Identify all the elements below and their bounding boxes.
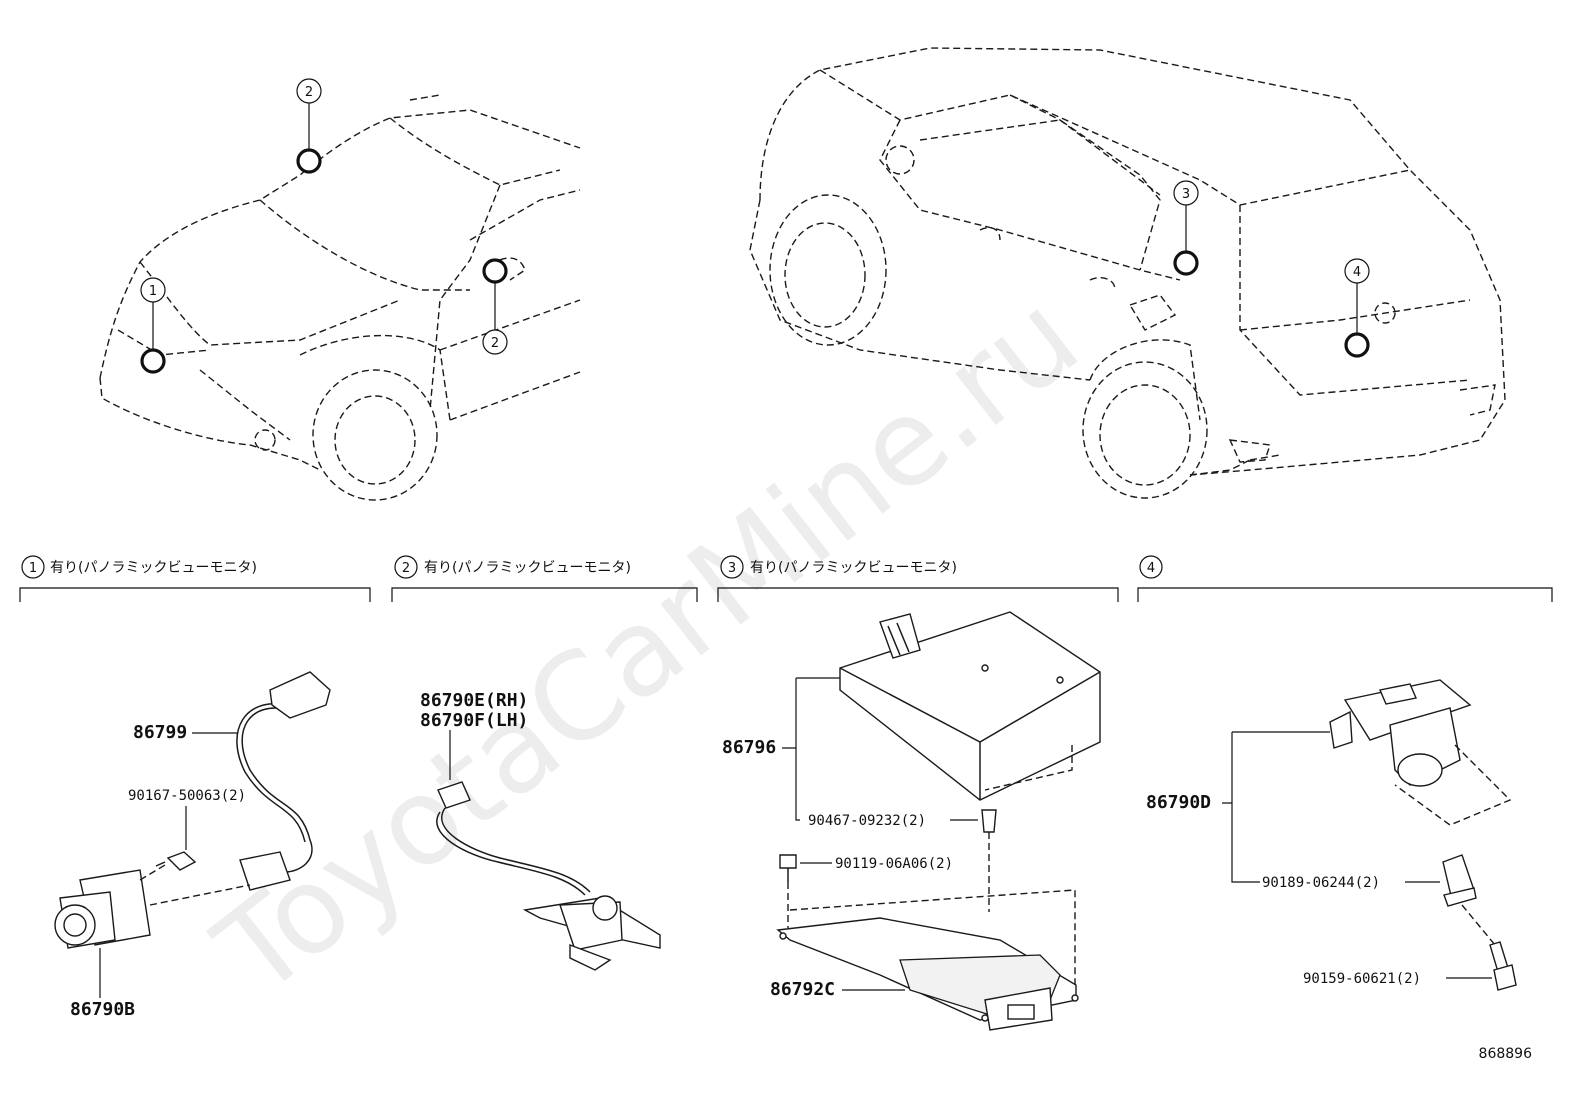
location-marker-2-mirror bbox=[482, 258, 508, 284]
callout-3: 3 bbox=[1173, 180, 1199, 206]
svg-text:4: 4 bbox=[1353, 265, 1361, 280]
callout-4: 4 bbox=[1344, 258, 1370, 284]
section-header-4: 4 bbox=[1137, 555, 1553, 602]
clip-90189-drawing bbox=[1442, 854, 1477, 907]
svg-text:2: 2 bbox=[491, 336, 499, 351]
figure-reference-number: 868896 bbox=[1479, 1046, 1533, 1062]
bolt-90167-drawing bbox=[155, 851, 197, 871]
callout-2-mirror: 2 bbox=[482, 329, 508, 355]
front-vehicle-illustration bbox=[99, 94, 581, 501]
ecu-cover-86796-drawing bbox=[839, 611, 1101, 801]
label-86790E: 86790E(RH) bbox=[420, 690, 528, 711]
label-90159: 90159-60621(2) bbox=[1303, 971, 1421, 987]
clip-90467-drawing bbox=[981, 809, 997, 833]
label-86790F: 86790F(LH) bbox=[420, 710, 528, 731]
label-86792C: 86792C bbox=[770, 979, 835, 1000]
label-90167: 90167-50063(2) bbox=[128, 788, 246, 804]
svg-text:1: 1 bbox=[149, 284, 157, 299]
label-90189: 90189-06244(2) bbox=[1262, 875, 1380, 891]
bolt-90159-drawing bbox=[1489, 941, 1517, 991]
label-86790B: 86790B bbox=[70, 999, 135, 1020]
label-90467: 90467-09232(2) bbox=[808, 813, 926, 829]
ecu-86792C-drawing bbox=[776, 917, 1079, 1031]
svg-text:1: 1 bbox=[29, 561, 37, 576]
section-header-1: 1 有り(パノラミックビューモニタ) bbox=[19, 555, 371, 602]
label-86799: 86799 bbox=[133, 722, 187, 743]
rear-vehicle-illustration bbox=[749, 47, 1506, 499]
callout-2-top: 2 bbox=[296, 78, 322, 104]
svg-text:4: 4 bbox=[1147, 561, 1155, 576]
camera-86790B-drawing bbox=[54, 869, 151, 949]
svg-text:2: 2 bbox=[305, 85, 313, 100]
svg-text:有り(パノラミックビューモニタ): 有り(パノラミックビューモニタ) bbox=[750, 560, 957, 576]
svg-text:有り(パノラミックビューモニタ): 有り(パノラミックビューモニタ) bbox=[424, 560, 631, 576]
callout-1: 1 bbox=[140, 277, 166, 303]
bolt-90119-drawing bbox=[779, 854, 797, 882]
label-86790D: 86790D bbox=[1146, 792, 1211, 813]
camera-86790D-drawing bbox=[1329, 679, 1472, 787]
wire-harness-86799-drawing bbox=[236, 671, 331, 891]
svg-text:3: 3 bbox=[728, 561, 736, 576]
location-marker-1 bbox=[140, 348, 166, 374]
location-marker-2-top bbox=[296, 148, 322, 174]
section-header-3: 3 有り(パノラミックビューモニタ) bbox=[717, 555, 1119, 602]
svg-text:有り(パノラミックビューモニタ): 有り(パノラミックビューモニタ) bbox=[50, 560, 257, 576]
svg-text:3: 3 bbox=[1182, 187, 1190, 202]
label-90119: 90119-06A06(2) bbox=[835, 856, 953, 872]
location-marker-3 bbox=[1173, 250, 1199, 276]
svg-text:2: 2 bbox=[402, 561, 410, 576]
label-86796: 86796 bbox=[722, 737, 776, 758]
camera-86790E-drawing bbox=[436, 781, 661, 971]
location-marker-4 bbox=[1344, 332, 1370, 358]
section-header-2: 2 有り(パノラミックビューモニタ) bbox=[391, 555, 698, 602]
